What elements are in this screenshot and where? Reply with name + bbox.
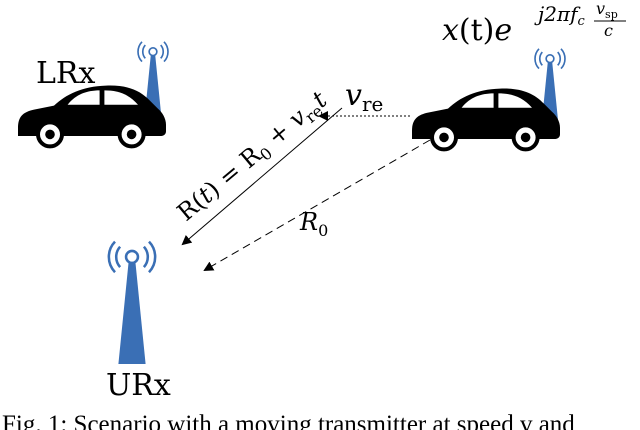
velocity-label: vre bbox=[345, 78, 383, 116]
tx-car-icon bbox=[412, 89, 560, 150]
distance-r0-label: R0 bbox=[299, 208, 328, 240]
signal-frac-den: c bbox=[604, 21, 613, 40]
signal-exponent: j2πfc bbox=[534, 2, 585, 29]
lrx-label: LRx bbox=[36, 56, 96, 91]
distance-rt-arrow bbox=[181, 107, 343, 246]
figure-caption: Fig. 1: Scenario with a moving transmitt… bbox=[2, 411, 575, 430]
distance-r0-arrow bbox=[203, 139, 431, 272]
lrx-car-icon bbox=[18, 86, 166, 147]
urx-antenna-icon bbox=[107, 240, 157, 366]
signal-frac-num: vsp bbox=[596, 0, 618, 21]
urx-label: URx bbox=[106, 368, 171, 403]
signal-base: x(t)e bbox=[442, 13, 512, 48]
signal-expression: x(t)e j2πfc vsp c bbox=[442, 0, 626, 48]
tx-car bbox=[412, 47, 566, 150]
